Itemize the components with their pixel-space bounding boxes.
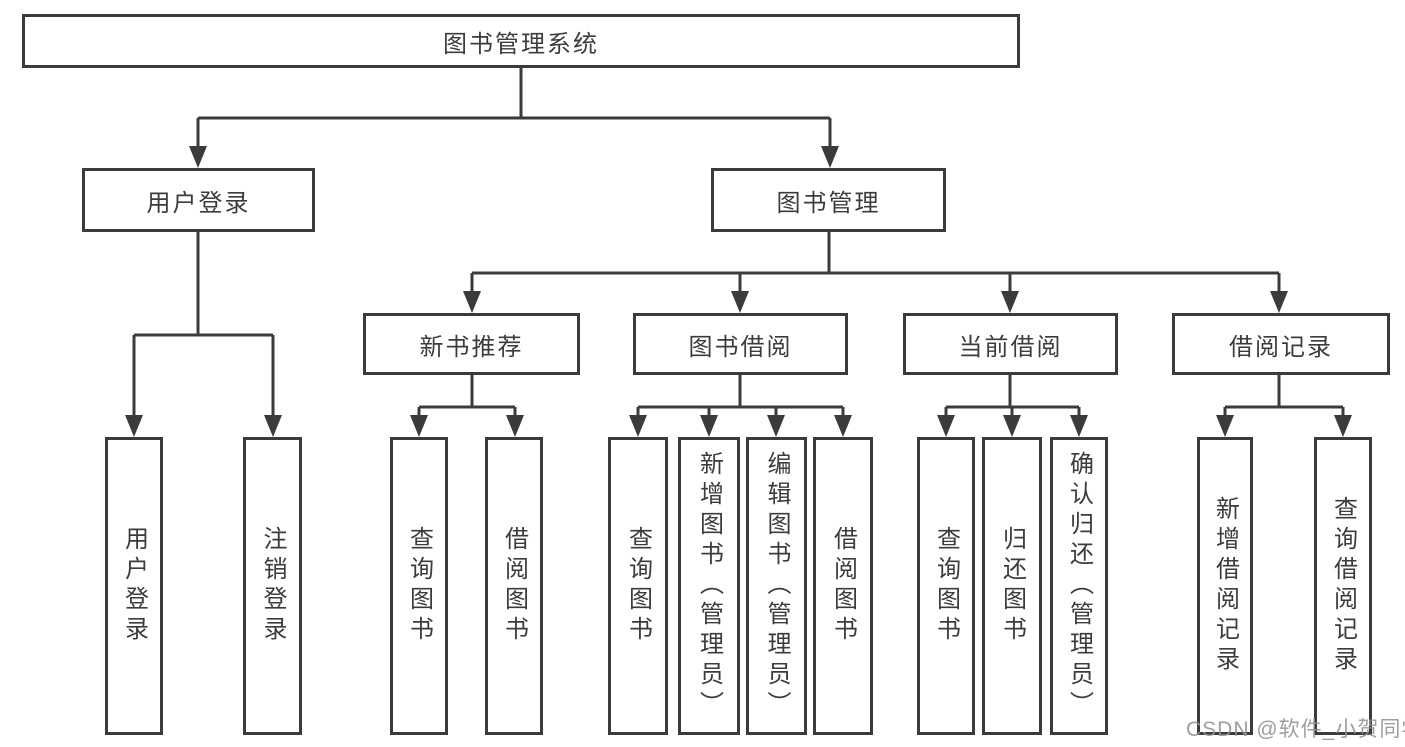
leaf-query-books-current: 查询图书 (917, 437, 975, 735)
leaf-query-borrow-record: 查询借阅记录 (1314, 437, 1372, 735)
arrow-down-icon (937, 415, 955, 437)
node-label: 图书管理 (776, 189, 881, 217)
leaf-query-books-borrow: 查询图书 (608, 437, 668, 735)
arrow-down-icon (125, 415, 143, 437)
leaf-label: 借阅图书 (500, 526, 528, 646)
node-label: 用户登录 (146, 189, 251, 217)
connector-current-borrow-to-leaves (937, 375, 1088, 437)
arrow-down-icon (767, 415, 785, 437)
connector-book-borrow-to-leaves (629, 375, 852, 437)
csdn-watermark: CSDN @软件_小贺同学 (1186, 718, 1405, 741)
arrow-down-icon (189, 146, 207, 168)
connector-book-management-to-level2 (463, 232, 1288, 313)
node-label: 图书借阅 (688, 333, 793, 361)
leaf-return-books: 归还图书 (982, 437, 1042, 735)
arrow-down-icon (1270, 291, 1288, 313)
arrow-down-icon (731, 291, 749, 313)
leaf-add-book-admin: 新增图书（管理员） (678, 437, 740, 735)
node-label: 新书推荐 (419, 333, 524, 361)
arrow-down-icon (1003, 415, 1021, 437)
arrow-down-icon (1070, 415, 1088, 437)
arrow-down-icon (264, 415, 282, 437)
arrow-down-icon (1334, 415, 1352, 437)
leaf-add-borrow-record: 新增借阅记录 (1197, 437, 1253, 735)
leaf-label: 编辑图书（管理员） (763, 451, 790, 721)
connector-user-login-to-leaves (125, 232, 282, 437)
arrow-down-icon (1001, 291, 1019, 313)
leaf-label: 借阅图书 (829, 526, 857, 646)
leaf-edit-book-admin: 编辑图书（管理员） (746, 437, 807, 735)
leaf-label: 新增图书（管理员） (695, 451, 723, 721)
node-book-management: 图书管理 (711, 168, 946, 232)
node-borrow-record: 借阅记录 (1172, 313, 1390, 375)
leaf-confirm-return-admin: 确认归还（管理员） (1050, 437, 1108, 735)
leaf-label: 查询图书 (932, 526, 960, 646)
node-current-borrow: 当前借阅 (903, 313, 1118, 375)
node-new-book-recommend: 新书推荐 (363, 313, 580, 375)
leaf-user-login: 用户登录 (105, 437, 163, 735)
node-user-login: 用户登录 (82, 168, 315, 232)
leaf-query-books-recommend: 查询图书 (390, 437, 448, 735)
arrow-down-icon (700, 415, 718, 437)
connector-borrow-record-to-leaves (1216, 375, 1352, 437)
arrow-down-icon (463, 291, 481, 313)
leaf-label: 归还图书 (998, 526, 1026, 646)
leaf-borrow-books-borrow: 借阅图书 (813, 437, 873, 735)
arrow-down-icon (506, 415, 524, 437)
leaf-logout: 注销登录 (243, 437, 302, 735)
arrow-down-icon (410, 415, 428, 437)
node-label: 图书管理系统 (443, 30, 599, 58)
leaf-label: 新增借阅记录 (1211, 496, 1239, 676)
arrow-down-icon (1216, 415, 1234, 437)
arrow-down-icon (821, 146, 839, 168)
arrow-down-icon (629, 415, 647, 437)
node-label: 借阅记录 (1229, 333, 1333, 361)
connector-new-book-recommend-to-leaves (410, 375, 524, 437)
leaf-label: 查询图书 (624, 526, 652, 646)
leaf-label: 注销登录 (259, 526, 286, 646)
leaf-label: 查询图书 (405, 526, 433, 646)
node-label: 当前借阅 (958, 333, 1063, 361)
leaf-label: 查询借阅记录 (1329, 496, 1357, 676)
node-book-borrow: 图书借阅 (633, 313, 848, 375)
leaf-label: 确认归还（管理员） (1065, 451, 1093, 721)
connector-root-to-level1 (189, 68, 839, 168)
leaf-borrow-books-recommend: 借阅图书 (485, 437, 543, 735)
arrow-down-icon (834, 415, 852, 437)
leaf-label: 用户登录 (120, 526, 148, 646)
node-root-system: 图书管理系统 (22, 14, 1020, 68)
